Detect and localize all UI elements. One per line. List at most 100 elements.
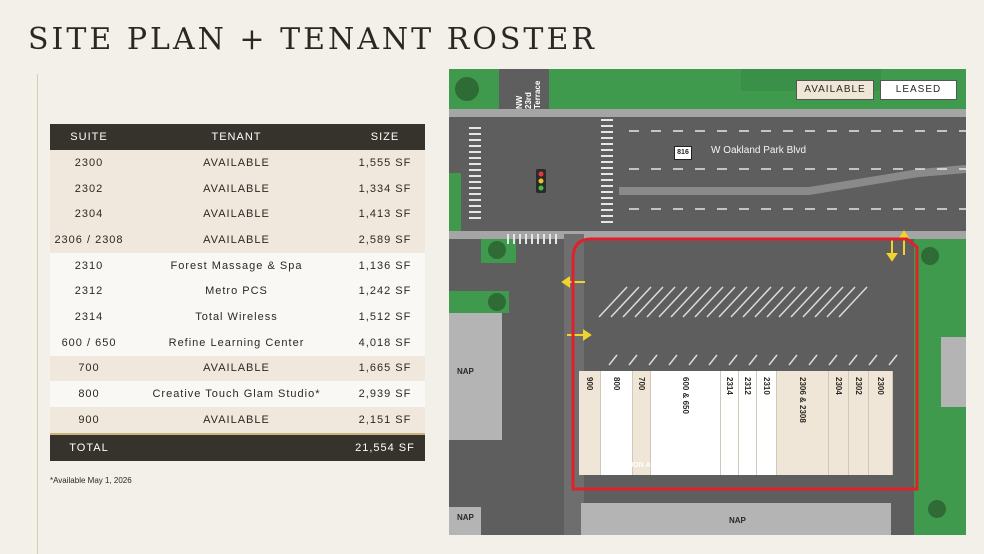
table-row: 900 AVAILABLE 2,151 SF <box>50 406 425 433</box>
parking-stripes <box>598 286 898 366</box>
traffic-arrows <box>561 230 910 341</box>
cell-suite: 600 / 650 <box>61 336 117 349</box>
cell-suite: 2304 <box>74 208 104 221</box>
cell-suite: 2312 <box>74 285 104 298</box>
cell-suite: 800 <box>78 388 100 401</box>
cell-size: 2,939 SF <box>358 388 412 401</box>
crosswalk <box>469 119 613 244</box>
cell-tenant: AVAILABLE <box>203 208 270 221</box>
footnote: *Available May 1, 2026 <box>50 476 132 485</box>
cell-suite: 2300 <box>74 156 104 169</box>
page-title: SITE PLAN + TENANT ROSTER <box>28 22 597 57</box>
cell-tenant: Metro PCS <box>205 285 268 298</box>
road-shield-icon: 816 <box>674 146 692 160</box>
sidewalk <box>449 109 966 117</box>
cell-tenant: Creative Touch Glam Studio* <box>152 388 321 401</box>
cell-size: 1,334 SF <box>358 182 412 195</box>
street-label: W Oakland Park Blvd <box>711 145 807 156</box>
cell-tenant: AVAILABLE <box>203 182 270 195</box>
table-row: 2304 AVAILABLE 1,413 SF <box>50 201 425 228</box>
unit-block: 600 & 650 <box>651 371 721 475</box>
cell-tenant: Refine Learning Center <box>168 336 305 349</box>
unit-block: 2302 <box>849 371 869 475</box>
cell-suite: 700 <box>78 362 100 375</box>
cell-size: 1,512 SF <box>358 310 412 323</box>
cell-size: 1,665 SF <box>358 362 412 375</box>
tree-icon <box>921 247 939 265</box>
header-size: SIZE <box>370 131 400 143</box>
cell-tenant: AVAILABLE <box>203 413 270 426</box>
unit-block: 2300 <box>869 371 893 475</box>
table-row: 2300 AVAILABLE 1,555 SF <box>50 150 425 176</box>
nap-building <box>449 313 502 440</box>
median <box>619 165 966 195</box>
unit-block: 2304 <box>829 371 849 475</box>
cell-size: 2,589 SF <box>358 233 412 246</box>
unit-label: 800 <box>612 377 621 391</box>
cell-tenant: Forest Massage & Spa <box>170 259 303 272</box>
tree-icon <box>455 77 479 101</box>
table-header: SUITE TENANT SIZE <box>50 124 425 150</box>
nap-label: NAP <box>729 516 746 525</box>
table-row: 700 AVAILABLE 1,665 SF <box>50 355 425 382</box>
cell-size: 1,413 SF <box>358 208 412 221</box>
table-row: 2302 AVAILABLE 1,334 SF <box>50 175 425 202</box>
cell-tenant: AVAILABLE <box>203 362 270 375</box>
table-row: 2310 Forest Massage & Spa 1,136 SF <box>50 252 425 279</box>
unit-label: 2306 & 2308 <box>798 377 807 423</box>
site-plan-map: 900 800 700 600 & 650 2314 2312 2310 2306 & 230… <box>449 69 966 535</box>
cell-size: 1,136 SF <box>358 259 412 272</box>
table-row: 2306 / 2308 AVAILABLE 2,589 SF <box>50 227 425 253</box>
total-size: 21,554 SF <box>355 441 415 454</box>
cell-suite: 2314 <box>74 310 104 323</box>
cell-tenant: AVAILABLE <box>203 156 270 169</box>
table-total-row: TOTAL 21,554 SF <box>50 432 425 461</box>
unit-label: 2312 <box>743 377 752 395</box>
nap-building <box>581 503 891 535</box>
legend-available: AVAILABLE <box>796 80 874 100</box>
nap-label: NAP <box>457 367 474 376</box>
cell-suite: 2310 <box>74 259 104 272</box>
unit-label: 2314 <box>725 377 734 395</box>
header-tenant: TENANT <box>211 131 262 143</box>
unit-label: 900 <box>585 377 594 391</box>
tree-icon <box>488 241 506 259</box>
unit-label: 600 & 650 <box>681 377 690 414</box>
unit-block: 2312 <box>739 371 757 475</box>
unit-label: 2302 <box>854 377 863 395</box>
unit-block: 2314 <box>721 371 739 475</box>
unit-label: 2304 <box>834 377 843 395</box>
table-row: 800 Creative Touch Glam Studio* 2,939 SF <box>50 381 425 407</box>
unit-strip: 900 800 700 600 & 650 2314 2312 2310 2306 & 230… <box>579 371 913 475</box>
unit-label: 700 <box>637 377 646 391</box>
side-street-label: NW 23rd Terrace <box>515 80 542 109</box>
unit-block: 800 <box>601 371 633 475</box>
sidewalk <box>449 231 966 239</box>
nap-building <box>449 507 481 535</box>
property-boundary <box>571 237 919 491</box>
unit-label: 2310 <box>762 377 771 395</box>
cell-size: 1,555 SF <box>358 156 412 169</box>
legend-leased: LEASED <box>880 80 957 100</box>
nap-label: NAP <box>457 513 474 522</box>
header-suite: SUITE <box>70 131 108 143</box>
unit-block: 900 <box>579 371 601 475</box>
unit-block: 2310 <box>757 371 777 475</box>
unit-block: 2306 & 2308 <box>777 371 829 475</box>
cell-size: 2,151 SF <box>358 413 412 426</box>
unit-block: 700 <box>633 371 651 475</box>
tree-icon <box>928 500 946 518</box>
cell-suite: 900 <box>78 413 100 426</box>
total-label: TOTAL <box>69 441 109 454</box>
unit-label: 2300 <box>876 377 885 395</box>
divider <box>37 74 38 554</box>
cell-suite: 2306 / 2308 <box>54 233 124 246</box>
grass-area <box>449 173 461 233</box>
tree-icon <box>488 293 506 311</box>
cell-suite: 2302 <box>74 182 104 195</box>
cell-tenant: AVAILABLE <box>203 233 270 246</box>
